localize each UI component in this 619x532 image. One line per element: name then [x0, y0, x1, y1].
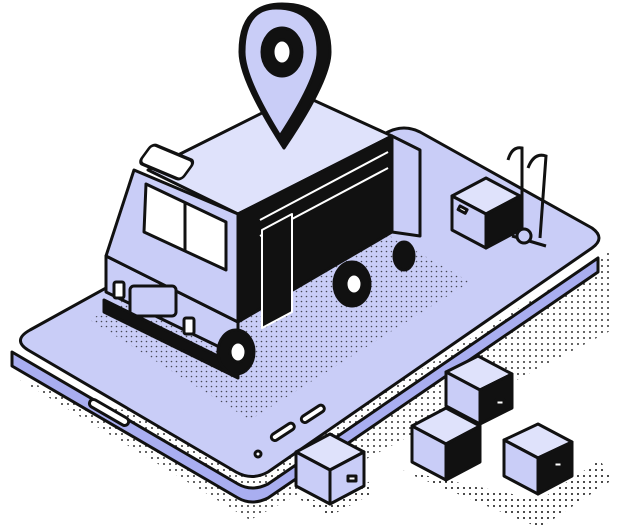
delivery-van: [102, 92, 422, 380]
box-stack: [410, 354, 574, 496]
box-stack-shadow: [400, 460, 612, 528]
parcel-box-small-shadow: [290, 480, 372, 516]
map-pin-icon: [238, 2, 332, 150]
hand-truck: [506, 146, 548, 248]
parcel-box: [450, 176, 522, 250]
